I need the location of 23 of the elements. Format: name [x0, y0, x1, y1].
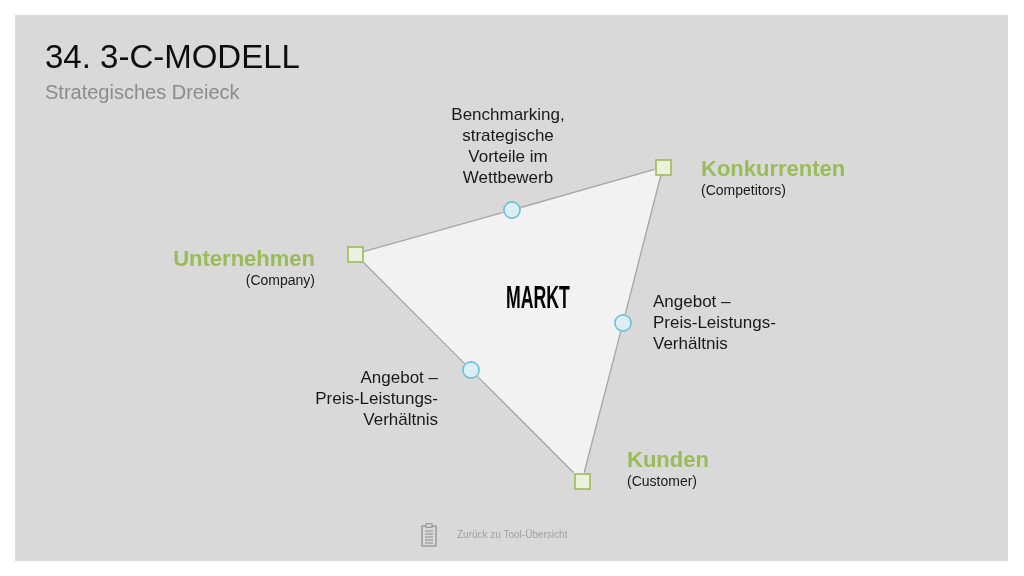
- connector-line: [362, 261, 466, 365]
- center-label: MARKT: [506, 285, 570, 311]
- corner-heading: Kunden: [627, 447, 709, 473]
- annotation-text: Angebot – Preis-Leistungs-Verhältnis: [653, 291, 777, 354]
- square-marker-icon: [573, 472, 591, 490]
- connector-line: [520, 168, 656, 209]
- square-marker-icon: [346, 245, 364, 263]
- square-marker-icon: [654, 158, 672, 176]
- corner-subtitle: (Customer): [627, 473, 697, 490]
- slide-subtitle: Strategisches Dreieck: [45, 81, 240, 104]
- connector-line: [583, 331, 622, 474]
- corner-heading: Unternehmen: [173, 246, 315, 272]
- connector-line: [362, 211, 504, 253]
- annotation-text: Benchmarking, strategische Vorteile im Wettbewerb: [450, 104, 566, 188]
- connector-line: [476, 375, 575, 474]
- circle-marker-icon: [462, 361, 480, 379]
- slide-title: 34. 3-C-MODELL: [45, 38, 300, 76]
- circle-marker-icon: [614, 314, 632, 332]
- annotation-text: Angebot – Preis-Leistungs-Verhältnis: [314, 367, 438, 430]
- connector-line: [624, 174, 662, 315]
- corner-subtitle: (Competitors): [701, 182, 786, 199]
- corner-heading: Konkurrenten: [701, 156, 846, 182]
- corner-subtitle: (Company): [245, 272, 315, 289]
